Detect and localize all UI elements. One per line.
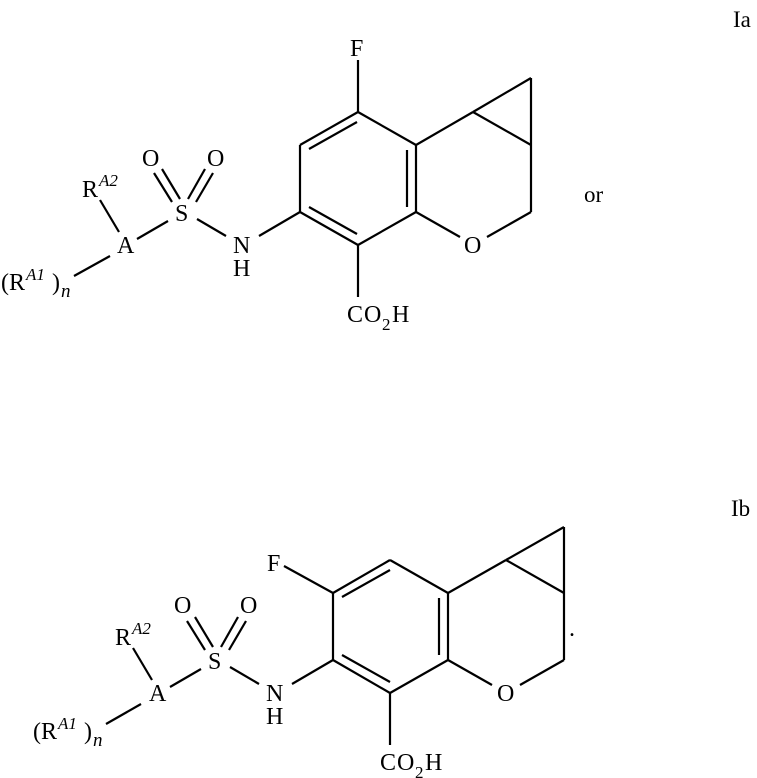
benzene-ring-ib bbox=[331, 559, 450, 694]
a-s-bond-ia bbox=[136, 220, 169, 240]
or-connector-text: or bbox=[584, 182, 604, 207]
svg-text:A1: A1 bbox=[57, 714, 77, 733]
svg-text:): ) bbox=[84, 719, 92, 745]
svg-text:R: R bbox=[115, 625, 131, 651]
s-o-double-bond-left-ia bbox=[161, 168, 181, 200]
a-s-bond-ib bbox=[169, 668, 202, 688]
svg-text:n: n bbox=[61, 281, 71, 302]
svg-text:2: 2 bbox=[382, 315, 391, 334]
sulfonyl-oxygen-right-ia: O bbox=[207, 146, 224, 172]
a-ra2-bond-ib bbox=[132, 647, 153, 681]
svg-text:(: ( bbox=[1, 270, 9, 296]
sulfonyl-oxygen-right-ib: O bbox=[240, 593, 257, 619]
structure-label-ib: Ib bbox=[731, 496, 750, 521]
terminal-period-ib: . bbox=[569, 616, 575, 642]
structure-ia: Ia or F O bbox=[1, 7, 751, 334]
svg-text:A2: A2 bbox=[131, 619, 151, 638]
svg-text:H: H bbox=[425, 750, 442, 776]
a-ra1-bond-ib bbox=[105, 703, 142, 725]
svg-text:A1: A1 bbox=[25, 265, 45, 284]
a-ra2-bond-ia bbox=[99, 199, 120, 233]
nitrogen-atom-ia: N bbox=[233, 233, 250, 259]
s-n-bond-ib bbox=[229, 666, 260, 685]
cyclopropa-pyran-ring-ia bbox=[415, 77, 533, 238]
n-aryl-bond-ib bbox=[291, 659, 334, 685]
sulfonyl-oxygen-left-ib: O bbox=[174, 593, 191, 619]
nh-hydrogen-atom-ib: H bbox=[266, 704, 283, 730]
svg-text:R: R bbox=[41, 719, 57, 745]
n-aryl-bond-ia bbox=[258, 211, 301, 237]
a-ra1-bond-ia bbox=[73, 255, 111, 277]
svg-text:R: R bbox=[9, 270, 25, 296]
carboxylic-acid-group-ib: C O 2 H bbox=[380, 750, 442, 778]
svg-text:A2: A2 bbox=[98, 171, 118, 190]
substituent-ra2-ib: R A2 bbox=[115, 619, 151, 651]
nh-hydrogen-atom-ia: H bbox=[233, 256, 250, 282]
sulfur-atom-ia: S bbox=[175, 201, 188, 227]
nitrogen-atom-ib: N bbox=[266, 681, 283, 707]
s-n-bond-ia bbox=[196, 218, 227, 237]
svg-text:): ) bbox=[52, 270, 60, 296]
svg-text:O: O bbox=[397, 750, 414, 776]
svg-text:n: n bbox=[93, 730, 103, 751]
fluorine-atom-ia: F bbox=[350, 36, 363, 62]
structure-label-ia: Ia bbox=[733, 7, 751, 32]
svg-text:C: C bbox=[347, 302, 363, 328]
svg-text:(: ( bbox=[33, 719, 41, 745]
s-o-double-bond-right-ia bbox=[187, 168, 206, 200]
structure-ib: Ib F O . C bbox=[33, 496, 750, 778]
svg-text:C: C bbox=[380, 750, 396, 776]
carboxylic-acid-group-ia: C O 2 H bbox=[347, 302, 409, 334]
sulfonyl-oxygen-left-ia: O bbox=[142, 146, 159, 172]
svg-text:R: R bbox=[82, 177, 98, 203]
c-f-bond-ib bbox=[283, 565, 334, 594]
s-o-double-bond-left-ib bbox=[194, 616, 214, 648]
substituent-ra2-ia: R A2 bbox=[82, 171, 118, 203]
benzene-ring-ia bbox=[298, 111, 418, 246]
substituent-ra1-ib: ( R A1 ) n bbox=[33, 714, 103, 751]
substituent-ra1-ia: ( R A1 ) n bbox=[1, 265, 71, 302]
svg-text:O: O bbox=[364, 302, 381, 328]
ring-group-a-ia: A bbox=[117, 233, 135, 259]
fluorine-atom-ib: F bbox=[267, 551, 280, 577]
ring-oxygen-atom-ib: O bbox=[497, 681, 514, 707]
s-o-double-bond-right-ib bbox=[220, 616, 239, 648]
ring-group-a-ib: A bbox=[149, 681, 167, 707]
sulfur-atom-ib: S bbox=[208, 649, 221, 675]
cyclopropa-pyran-ring-ib bbox=[447, 526, 566, 686]
ring-oxygen-atom-ia: O bbox=[464, 233, 481, 259]
svg-text:H: H bbox=[392, 302, 409, 328]
svg-text:2: 2 bbox=[415, 763, 424, 778]
